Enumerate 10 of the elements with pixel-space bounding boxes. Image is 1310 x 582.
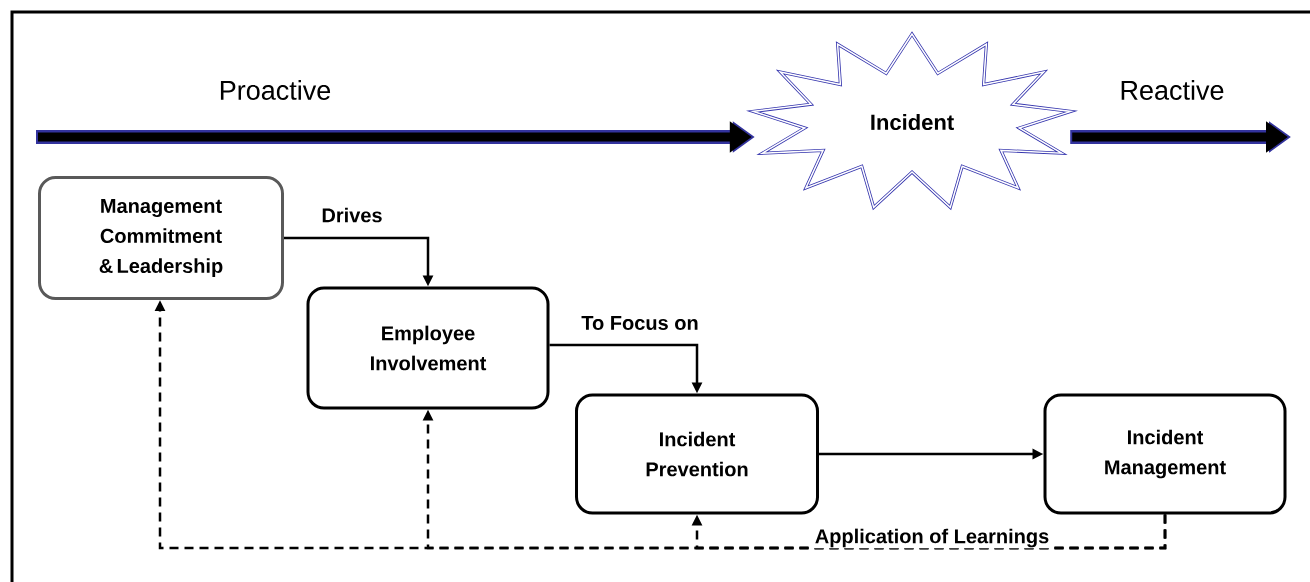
phase-label: Reactive [1121,80,1224,100]
edge-label: Application of Learnings [813,527,1051,549]
edge-label: To Focus on [580,315,700,331]
process-box: Employee Involvement [306,286,550,410]
process-box: Incident Prevention [575,393,819,515]
edge-label: Drives [320,206,384,224]
process-box: Management Commitment & Leadership [38,176,284,300]
phase-label: Proactive [220,80,331,100]
arrow [691,514,1167,550]
process-box: Incident Management [1043,393,1287,515]
